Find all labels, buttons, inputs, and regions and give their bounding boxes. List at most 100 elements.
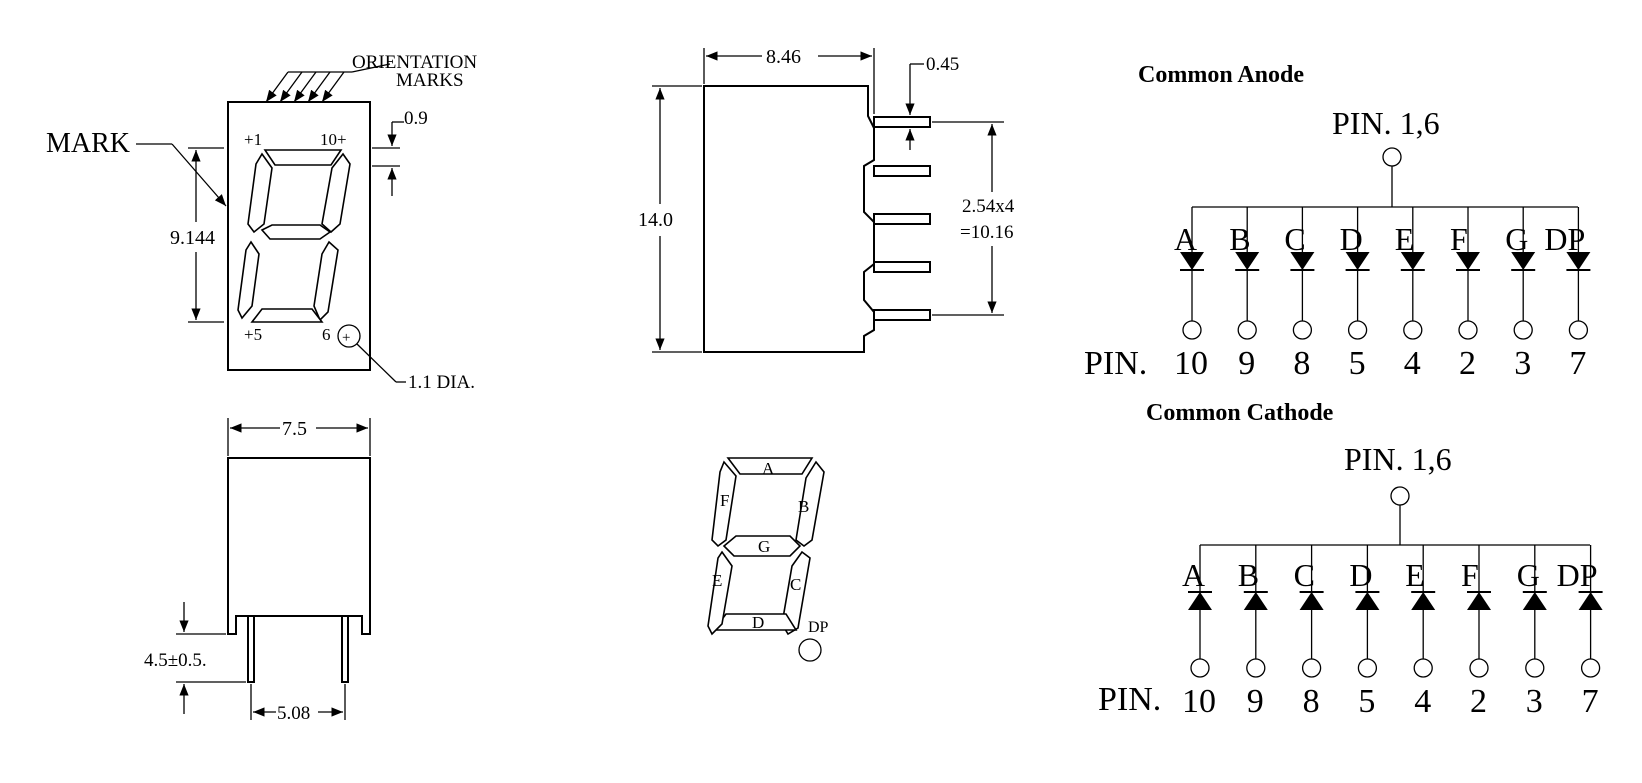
front-body-outline xyxy=(227,101,371,371)
anode-common-terminal xyxy=(1382,147,1402,167)
segment-label: G xyxy=(1517,557,1540,593)
segment-label: DP xyxy=(1544,221,1585,257)
seg-b xyxy=(795,460,825,547)
segment-label: A xyxy=(1182,557,1205,593)
segment-label: F xyxy=(1461,557,1479,593)
orientation-label-2: MARKS xyxy=(396,70,464,91)
anode-column-f: F2 xyxy=(1450,207,1480,382)
cathode-column-b: B9 xyxy=(1238,545,1268,720)
diode-e xyxy=(1411,592,1436,610)
pin-number: 5 xyxy=(1349,345,1366,382)
cathode-column-c: C8 xyxy=(1294,545,1324,720)
cathode-column-a: A 10 xyxy=(1182,545,1216,720)
segment-label: A xyxy=(1174,221,1197,257)
pin-terminal xyxy=(1237,320,1257,340)
side-pins xyxy=(873,116,931,321)
anode-column-e: E4 xyxy=(1395,207,1425,382)
seg-label-a: A xyxy=(762,459,775,478)
dim-pin-length: 4.5±0.5. xyxy=(144,650,207,671)
bottom-view: 7.5 4.5±0.5. 5.08 xyxy=(144,418,371,724)
diode-b xyxy=(1235,252,1260,270)
diode-dp xyxy=(1566,252,1591,270)
pin-number: 10 xyxy=(1182,683,1216,720)
pin10-label: 10+ xyxy=(320,130,347,149)
segment-label: G xyxy=(1505,221,1528,257)
anode-title: Common Anode xyxy=(1138,62,1304,88)
cathode-column-dp: DP7 xyxy=(1557,545,1603,720)
segment-label: DP xyxy=(1557,557,1598,593)
dim-top-front: 0.9 xyxy=(404,108,428,129)
mark-label: MARK xyxy=(46,128,130,159)
diode-a xyxy=(1180,252,1204,270)
anode-pin-prefix: PIN. xyxy=(1084,345,1147,382)
diode-g xyxy=(1522,592,1547,610)
segment-label: E xyxy=(1395,221,1415,257)
cathode-column-f: F2 xyxy=(1461,545,1491,720)
seg-label-c: C xyxy=(790,575,801,594)
diode-f xyxy=(1467,592,1491,610)
orientation-marks xyxy=(265,63,391,103)
seg-label-d: D xyxy=(752,613,764,632)
svg-text:+: + xyxy=(342,330,350,346)
pin-number: 4 xyxy=(1404,345,1421,382)
front-seg-e xyxy=(237,240,260,320)
pin-terminal xyxy=(1182,320,1202,340)
dim-pitch-1: 2.54x4 xyxy=(962,196,1015,217)
segment-label: D xyxy=(1349,557,1372,593)
anode-common-pin: PIN. 1,6 xyxy=(1332,105,1440,141)
dim-pin-side: 0.45 xyxy=(926,54,959,75)
common-anode-schematic: Common Anode PIN. 1,6 A10B9C8D5E4F2G3DP7… xyxy=(1084,62,1591,382)
diode-a xyxy=(1188,592,1212,610)
seg-f xyxy=(711,460,737,548)
segment-label: D xyxy=(1340,221,1363,257)
cathode-common-terminal xyxy=(1390,486,1410,506)
pin-terminal xyxy=(1458,320,1478,340)
cathode-column-g: G3 xyxy=(1517,545,1547,720)
cathode-column-e: E4 xyxy=(1405,545,1436,720)
dim-width-bottom: 7.5 xyxy=(282,418,307,440)
front-digit xyxy=(237,149,351,323)
seg-label-b: B xyxy=(798,497,809,516)
bottom-pin-left xyxy=(247,615,255,683)
pin-terminal xyxy=(1357,658,1378,678)
common-cathode-schematic: Common Cathode PIN. 1,6 A10B9C8D5E4F2G3D… xyxy=(1098,400,1603,720)
anode-column-c: C8 xyxy=(1284,207,1315,382)
seg-g xyxy=(722,535,802,557)
pin-terminal xyxy=(1347,320,1368,340)
seg-dp xyxy=(798,638,822,662)
pin6-hole xyxy=(337,324,361,348)
segment-label: B xyxy=(1238,557,1259,593)
dim-height-front: 9.144 xyxy=(170,227,215,249)
side-body-outline xyxy=(703,85,875,353)
seg-a xyxy=(726,457,814,475)
bottom-body-outline xyxy=(227,457,371,635)
seg-label-dp: DP xyxy=(808,619,829,636)
diode-c xyxy=(1299,592,1324,610)
pin-terminal xyxy=(1292,320,1313,340)
pin-terminal xyxy=(1246,658,1266,678)
pin-number: 7 xyxy=(1569,345,1586,382)
pin-terminal xyxy=(1469,658,1489,678)
pin1-label: +1 xyxy=(244,130,262,149)
pin-terminal xyxy=(1301,658,1322,678)
pin-number: 2 xyxy=(1459,345,1476,382)
segment-diagram: A B C D E F G DP xyxy=(707,457,829,662)
pin-terminal xyxy=(1190,658,1210,678)
side-view: 8.46 0.45 14.0 2.54x4 =10.16 xyxy=(638,46,1015,353)
cathode-pin-prefix: PIN. xyxy=(1098,681,1161,718)
diode-f xyxy=(1456,252,1480,270)
front-view: ORIENTATION MARKS MARK +1 10+ +5 6 + 1.1… xyxy=(46,52,477,393)
pin-number: 10 xyxy=(1174,345,1208,382)
segment-label: C xyxy=(1294,557,1315,593)
pin-terminal xyxy=(1413,658,1433,678)
front-seg-f xyxy=(247,152,273,234)
diode-d xyxy=(1355,592,1380,610)
segment-label: E xyxy=(1405,557,1425,593)
segment-label: C xyxy=(1284,221,1305,257)
anode-column-b: B9 xyxy=(1229,207,1260,382)
anode-column-a: A 10 xyxy=(1174,207,1208,382)
pin-number: 3 xyxy=(1526,683,1543,720)
seg-e xyxy=(707,550,733,636)
